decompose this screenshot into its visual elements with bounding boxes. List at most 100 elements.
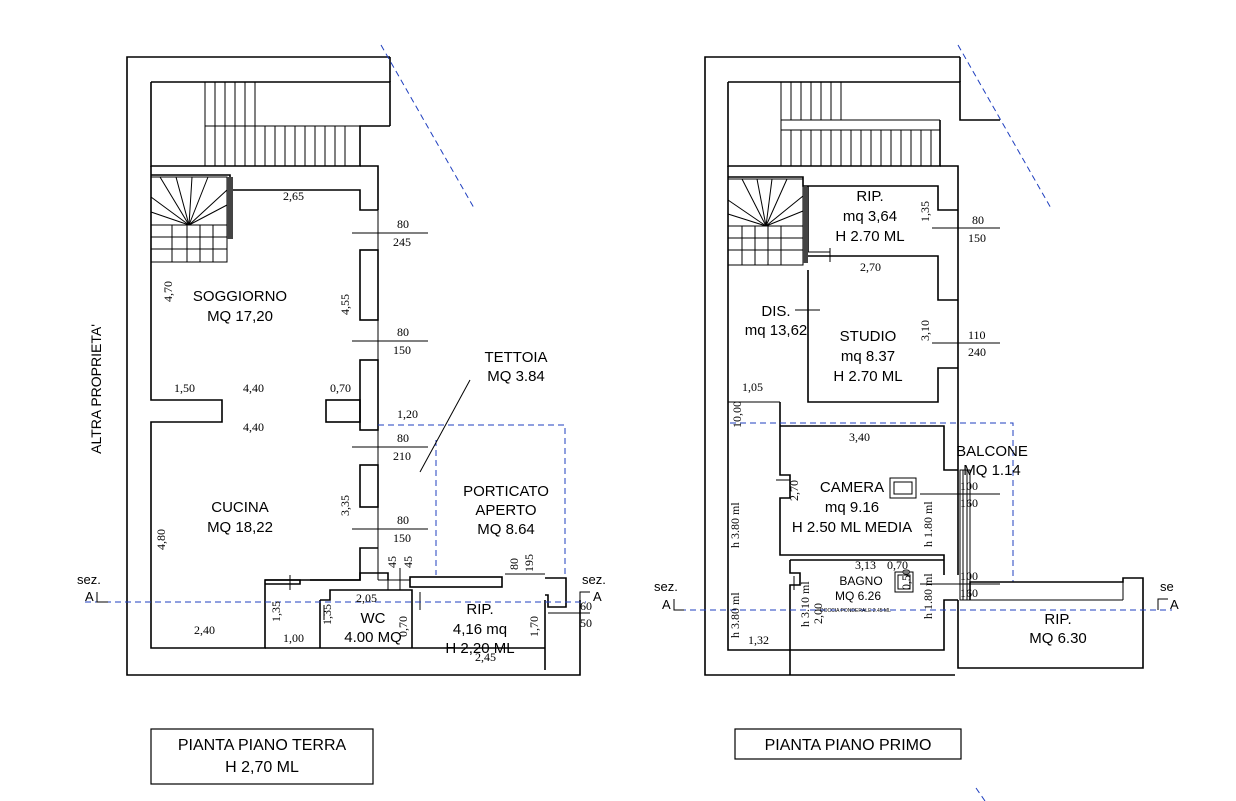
room-dis-name: DIS. [761,303,790,320]
dim-135-a: 1,35 [269,601,283,622]
room-rip1-name: RIP. [856,188,883,205]
room-camera-height: H 2.50 ML MEDIA [792,519,912,536]
first-opening-4-height: 160 [960,586,978,600]
first-interior-stair [727,178,808,266]
height-180-a: h 1.80 ml [921,501,935,547]
bagno-note: DOCCIA PONDERALE 2.45 ML [820,608,891,614]
dim-245: 2,45 [475,650,496,664]
dim-150: 1,50 [174,381,195,395]
dim-120: 1,20 [397,407,418,421]
room-dis-area: mq 13,62 [745,322,808,339]
dim-480: 4,80 [154,529,168,550]
dim-310: 3,10 [918,320,932,341]
dim-170: 1,70 [527,616,541,637]
room-studio-height: H 2.70 ML [833,368,902,385]
first-opening-2-height: 240 [968,345,986,359]
first-section-right-letter: A [1170,597,1179,612]
dim-050: 0,50 [899,569,913,590]
dim-335: 3,35 [338,495,352,516]
dim-205: 2,05 [356,591,377,605]
altra-proprieta-label: ALTRA PROPRIETA' [88,324,104,454]
room-rip2-area: MQ 6.30 [1029,630,1087,647]
dim-440-b: 4,40 [243,420,264,434]
room-porticato-line2: APERTO [475,502,536,519]
dim-100: 1,00 [283,631,304,645]
room-bagno-area: MQ 6.26 [835,589,881,603]
first-section-right-label: se [1160,579,1174,594]
dim-135-b: 1,35 [320,604,334,625]
height-310: h 3.10 ml [798,581,812,627]
room-soggiorno-area: MQ 17,20 [207,308,273,325]
dim-455: 4,55 [338,294,352,315]
opening-1-width: 80 [397,217,409,231]
section-left-letter: A [85,589,94,604]
room-wc-name: WC [361,610,386,627]
dim-240: 2,40 [194,623,215,637]
room-rip2-name: RIP. [1044,611,1071,628]
room-studio-area: mq 8.37 [841,348,895,365]
dim-105: 1,05 [742,380,763,394]
room-camera-name: CAMERA [820,479,884,496]
height-380-b: h 3.80 ml [728,592,742,638]
section-right-label: sez. [582,572,606,587]
dim-1000: 10,00 [730,401,744,428]
dim-070: 0,70 [887,558,908,572]
height-380-a: h 3.80 ml [728,502,742,548]
first-staircase-top [727,81,1000,167]
room-rip-name: RIP. [466,601,493,618]
ground-title-height: H 2,70 ML [225,759,299,776]
room-soggiorno-name: SOGGIORNO [193,288,287,305]
dim-45-b: 45 [401,556,415,568]
opening-5-height: 195 [522,554,536,572]
first-opening-1-height: 150 [968,231,986,245]
room-rip1-area: mq 3,64 [843,208,897,225]
opening-3-height: 210 [393,449,411,463]
section-right-letter: A [593,589,602,604]
dim-200: 2,00 [811,603,825,624]
dim-070: 0,70 [330,381,351,395]
room-cucina-area: MQ 18,22 [207,519,273,536]
room-tettoia-area: MQ 3.84 [487,368,545,385]
opening-2-width: 80 [397,325,409,339]
dim-270-b: 2,70 [787,480,801,501]
opening-6-width: 60 [580,599,592,613]
room-studio-name: STUDIO [840,328,897,345]
ground-floor-plan [85,44,590,676]
dim-265: 2,65 [283,189,304,203]
ground-floor-labels: SOGGIORNO MQ 17,20 CUCINA MQ 18,22 TETTO… [77,189,606,664]
staircase-top [150,81,391,167]
room-cucina-name: CUCINA [211,499,269,516]
dim-45-a: 45 [385,556,399,568]
dim-440-a: 4,40 [243,381,264,395]
ground-title-box: PIANTA PIANO TERRA H 2,70 ML [150,728,374,785]
interior-stair [150,176,233,263]
first-floor-plan [680,44,1172,801]
first-opening-2-width: 110 [968,328,986,342]
dim-070-b: 0,70 [396,616,410,637]
opening-6-height: 50 [580,616,592,630]
first-section-left-label: sez. [654,579,678,594]
room-porticato-name: PORTICATO [463,483,549,500]
first-opening-4-width: 100 [960,569,978,583]
ground-title: PIANTA PIANO TERRA [178,737,347,754]
section-left-label: sez. [77,572,101,587]
opening-3-width: 80 [397,431,409,445]
room-porticato-area: MQ 8.64 [477,521,535,538]
dim-340: 3,40 [849,430,870,444]
first-opening-3-height: 160 [960,496,978,510]
ground-bottom-rooms [265,568,567,670]
dim-270-a: 2,70 [860,260,881,274]
opening-2-height: 150 [393,343,411,357]
room-tettoia-name: TETTOIA [484,349,547,366]
opening-1-height: 245 [393,235,411,249]
first-floor-labels: RIP. mq 3,64 H 2.70 ML DIS. mq 13,62 STU… [654,188,1179,647]
first-title-box: PIANTA PIANO PRIMO [734,728,962,760]
opening-4-height: 150 [393,531,411,545]
opening-5-width: 80 [507,558,521,570]
room-rip-height: H 2,20 ML [445,640,514,657]
dim-313: 3,13 [855,558,876,572]
dim-135: 1,35 [918,201,932,222]
room-bagno-name: BAGNO [839,574,882,588]
room-rip-area: 4,16 mq [453,621,507,638]
